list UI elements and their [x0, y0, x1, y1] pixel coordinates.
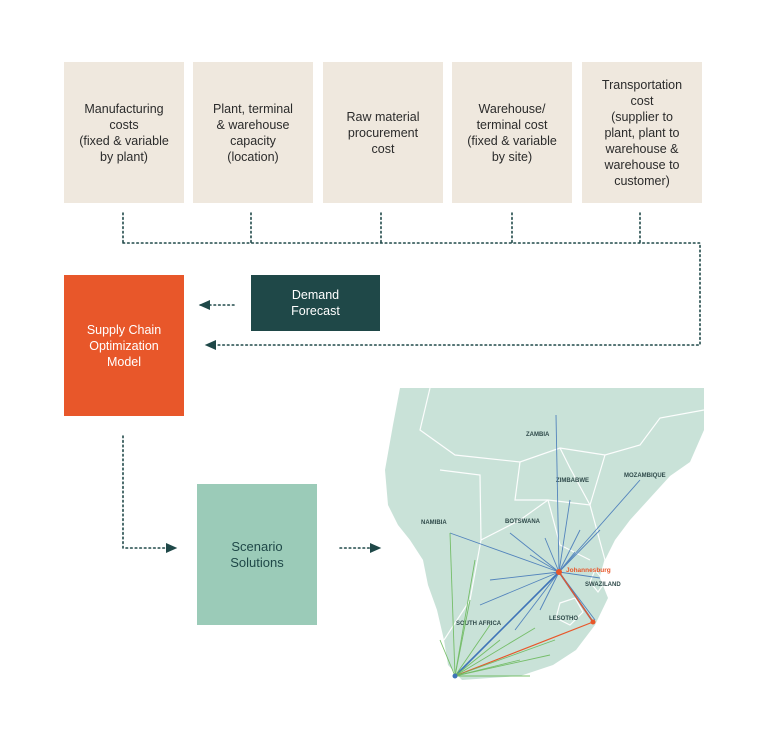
- scenario-label: Scenario Solutions: [230, 538, 284, 570]
- label-namibia: NAMIBIA: [421, 520, 447, 526]
- model-to-scenario-arrow: [122, 435, 178, 554]
- label-zimbabwe: ZIMBABWE: [556, 478, 589, 484]
- label-johannesburg: Johannesburg: [566, 567, 611, 574]
- label-mozambique: MOZAMBIQUE: [624, 473, 666, 479]
- model-label: Supply Chain Optimization Model: [86, 322, 162, 369]
- cost-collector-line: [122, 242, 701, 351]
- label-south-africa: SOUTH AFRICA: [456, 621, 502, 627]
- scenario-solutions-box: Scenario Solutions: [197, 484, 317, 625]
- routes-red: [454, 571, 594, 677]
- warehouse-terminal-cost-label: Warehouse/terminal cost(fixed & variable…: [467, 101, 557, 164]
- country-borders: [419, 387, 705, 641]
- johannesburg-hub: [556, 569, 562, 575]
- demand-label: Demand Forecast: [291, 288, 340, 318]
- cape-town-hub: [452, 673, 458, 679]
- label-botswana: BOTSWANA: [505, 519, 541, 525]
- label-lesotho: LESOTHO: [549, 616, 578, 622]
- durban-hub: [590, 619, 596, 625]
- label-swaziland: SWAZILAND: [585, 582, 621, 588]
- routes-johannesburg: [449, 414, 641, 631]
- routes-cape-town: [439, 532, 556, 677]
- label-zambia: ZAMBIA: [526, 432, 550, 438]
- supply-chain-optimization-model-box: Supply Chain Optimization Model: [64, 275, 184, 416]
- demand-forecast-box: Demand Forecast: [251, 275, 380, 331]
- warehouse-terminal-cost-box: Warehouse/terminal cost(fixed & variable…: [452, 62, 572, 203]
